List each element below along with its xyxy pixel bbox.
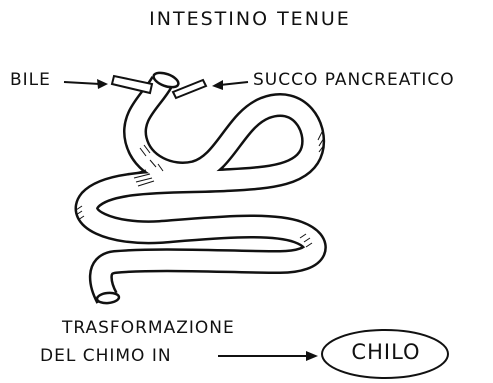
pancreatic-duct — [171, 78, 208, 100]
bile-duct — [110, 74, 154, 95]
label-bile: BILE — [10, 70, 51, 90]
label-del-chimo-in: DEL CHIMO IN — [40, 346, 172, 366]
duodenum-opening — [152, 71, 180, 89]
chilo-arrow — [218, 351, 318, 361]
diagram-title: INTESTINO TENUE — [149, 8, 351, 30]
label-succo-pancreatico: SUCCO PANCREATICO — [253, 70, 455, 90]
chilo-oval — [321, 329, 449, 379]
ileum-end-opening — [95, 291, 121, 305]
succo-arrow — [212, 80, 249, 90]
bile-arrow — [63, 79, 108, 89]
label-chilo: CHILO — [351, 340, 421, 364]
shading-hatch — [75, 131, 325, 248]
label-trasformazione: TRASFORMAZIONE — [62, 318, 235, 338]
